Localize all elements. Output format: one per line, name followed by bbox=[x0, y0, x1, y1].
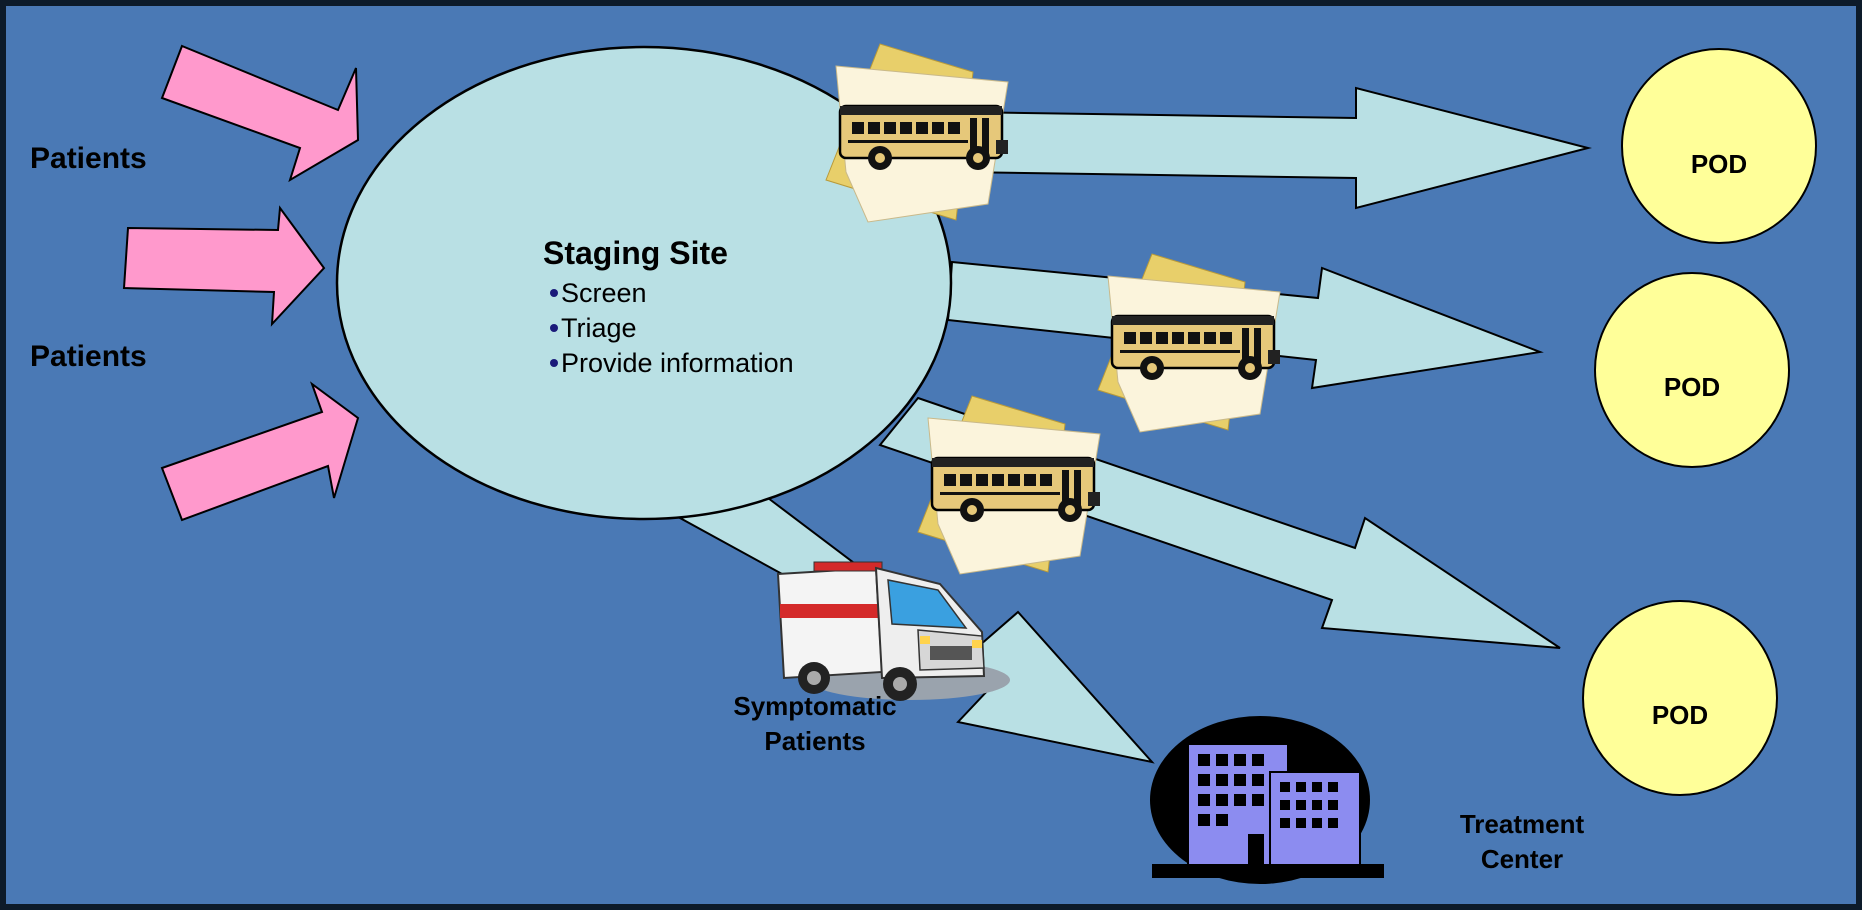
staging-bullet-provide-information: Provide information bbox=[561, 348, 794, 378]
bullet-dot bbox=[550, 289, 558, 297]
pod-circle-2 bbox=[1594, 272, 1790, 468]
staging-bullet-triage: Triage bbox=[561, 313, 637, 343]
symptomatic-label-line2: Patients bbox=[764, 726, 865, 756]
symptomatic-label-line1: Symptomatic bbox=[733, 691, 896, 721]
ambulance-icon bbox=[776, 561, 1010, 701]
incoming-arrow-1 bbox=[160, 44, 360, 183]
staging-site-ellipse bbox=[335, 45, 953, 521]
pod-label-1: POD bbox=[1691, 149, 1747, 179]
staging-bullet-screen: Screen bbox=[561, 278, 647, 308]
staging-site-title: Staging Site bbox=[543, 235, 728, 271]
pod-label-3: POD bbox=[1652, 700, 1708, 730]
pod-label-2: POD bbox=[1664, 372, 1720, 402]
patients-label-2: Patients bbox=[30, 340, 147, 373]
incoming-arrow-2 bbox=[122, 205, 326, 327]
hospital-icon bbox=[1150, 716, 1384, 884]
treatment-center-label-line1: Treatment bbox=[1460, 809, 1585, 839]
patients-label-1: Patients bbox=[30, 142, 147, 175]
flow-arrow-to-pod-1 bbox=[959, 86, 1592, 210]
bullet-dot bbox=[550, 359, 558, 367]
pod-circle-1 bbox=[1621, 48, 1817, 244]
bullet-dot bbox=[550, 324, 558, 332]
pod-circle-3 bbox=[1582, 600, 1778, 796]
treatment-center-label-line2: Center bbox=[1481, 844, 1563, 874]
incoming-arrow-3 bbox=[160, 381, 360, 522]
